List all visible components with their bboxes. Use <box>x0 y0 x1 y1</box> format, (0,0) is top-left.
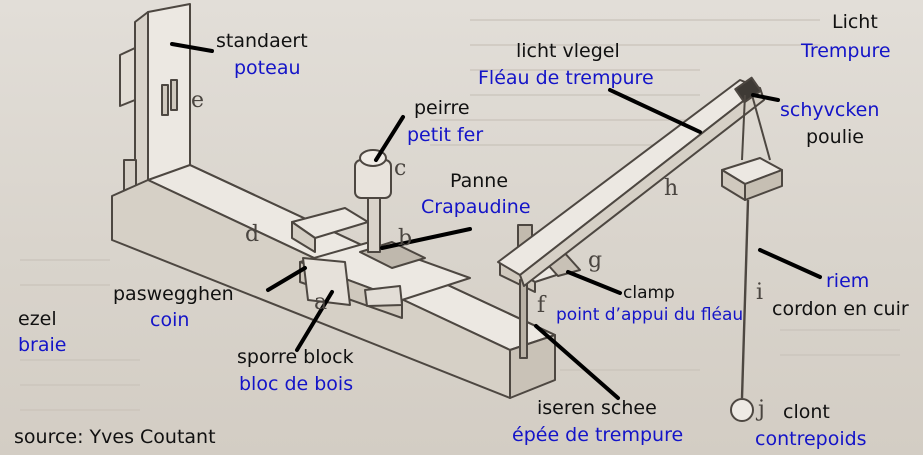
label-crapaudine: Crapaudine <box>421 196 531 218</box>
label-poteau: poteau <box>234 57 301 79</box>
label-ezel: ezel <box>18 308 57 330</box>
pulley-rope-left <box>741 94 746 161</box>
label-sporre-block: sporre block <box>237 346 354 368</box>
label-epee: épée de trempure <box>512 424 684 446</box>
label-licht-vlegel: licht vlegel <box>516 40 620 62</box>
leader-iseren <box>534 324 620 400</box>
letter-f: f <box>537 293 546 318</box>
leader-lines <box>170 42 822 400</box>
leader-sporre <box>295 290 334 352</box>
iron-pin-shaft <box>367 189 381 253</box>
leader-licht-vlegel <box>608 88 702 134</box>
cord <box>740 199 750 399</box>
label-iseren-schee: iseren schee <box>537 397 657 419</box>
letter-i: i <box>756 280 764 305</box>
letter-g: g <box>588 248 603 273</box>
label-cordon: cordon en cuir <box>772 298 909 320</box>
letter-d: d <box>245 222 260 247</box>
wedge <box>302 257 351 306</box>
post-slot-2 <box>170 79 178 111</box>
upper-block-front <box>291 221 316 253</box>
label-fleau: Fléau de trempure <box>478 67 654 89</box>
label-coin: coin <box>150 309 190 331</box>
label-paswegghen: paswegghen <box>113 283 234 305</box>
counterweight <box>730 398 754 422</box>
letter-e: e <box>191 88 205 113</box>
leader-standaert <box>170 42 214 53</box>
leader-clamp <box>566 270 622 295</box>
label-riem: riem <box>826 270 870 292</box>
letter-j: j <box>758 397 765 422</box>
post-notch <box>119 47 136 107</box>
leader-peirre <box>374 115 405 162</box>
label-point-appui: point d’appui du fléau <box>556 305 744 325</box>
leader-riem <box>758 248 822 279</box>
lever-arm-top <box>497 79 761 276</box>
source-credit: source: Yves Coutant <box>14 426 216 448</box>
letter-a: a <box>314 290 328 315</box>
leader-schyvcken <box>751 93 780 102</box>
post-slot-1 <box>161 84 169 116</box>
label-braie: braie <box>18 334 67 356</box>
pulley-rope-right <box>751 94 771 161</box>
label-schyvcken: schyvcken <box>780 99 880 121</box>
label-standaert: standaert <box>216 30 308 52</box>
leader-paswegghen <box>266 266 307 292</box>
label-clamp: clamp <box>623 283 675 303</box>
label-peirre: peirre <box>414 97 470 119</box>
label-licht: Licht <box>832 11 878 33</box>
pulley-block-side <box>744 169 783 201</box>
letter-c: c <box>394 156 407 181</box>
label-trempure: Trempure <box>801 40 891 62</box>
label-petit-fer: petit fer <box>407 124 484 146</box>
letter-h: h <box>664 176 679 201</box>
background-page-texture <box>20 19 900 411</box>
iron-blade <box>519 279 528 359</box>
leader-panne <box>380 227 472 250</box>
label-panne: Panne <box>450 170 509 192</box>
label-poulie: poulie <box>806 126 864 148</box>
letter-b: b <box>398 226 413 251</box>
label-clont: clont <box>783 401 830 423</box>
label-contrepoids: contrepoids <box>755 428 867 450</box>
lever-arm-side <box>519 87 765 287</box>
label-bloc-de-bois: bloc de bois <box>239 373 354 395</box>
wedge-small <box>364 285 403 307</box>
